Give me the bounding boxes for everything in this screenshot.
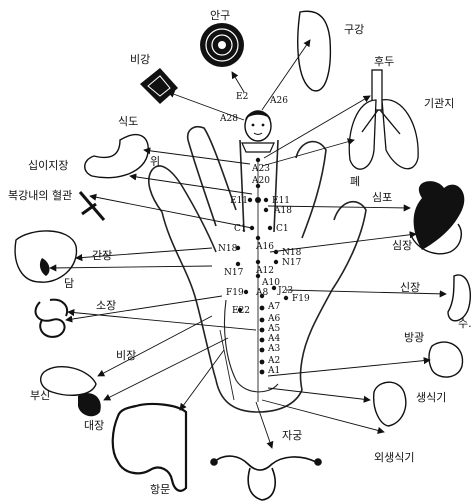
- small-intestine-organ: [36, 300, 68, 337]
- point-E22: E22: [232, 306, 250, 316]
- point-A23: A23: [252, 164, 270, 174]
- label-lung: 폐: [350, 176, 360, 188]
- adrenal-organ: [78, 393, 101, 416]
- point-E11-right: E11: [272, 196, 290, 206]
- point-E2: E2: [236, 92, 248, 102]
- label-spleen: 비장: [116, 350, 136, 362]
- point-A6: A6: [268, 314, 280, 324]
- point-F19-right: F19: [292, 294, 310, 304]
- point-F19-left: F19: [226, 288, 244, 298]
- large-intestine-organ: [113, 404, 186, 491]
- lungs-organ: [349, 70, 418, 169]
- point-A2: A2: [268, 356, 280, 366]
- nasal-cavity-organ: [140, 68, 178, 104]
- label-oral-cavity: 구강: [344, 24, 364, 36]
- point-N17-left: N17: [224, 268, 243, 278]
- label-genitals: 생식기: [416, 392, 446, 404]
- point-A18: A18: [274, 206, 292, 216]
- label-gallbladder: 담: [64, 278, 74, 290]
- label-liver: 간장: [92, 250, 112, 262]
- point-N18-right: N18: [282, 248, 301, 258]
- label-stomach: 위: [150, 156, 160, 168]
- label-adrenal: 부신: [30, 390, 50, 402]
- point-A3: A3: [268, 344, 280, 354]
- stomach-organ: [85, 135, 149, 178]
- point-A12: A12: [256, 266, 274, 276]
- label-esophagus: 식도: [118, 116, 138, 128]
- label-abdominal-vessels: 복강내의 혈관: [8, 190, 72, 202]
- heart-organ: [414, 181, 465, 250]
- point-A4: A4: [268, 334, 280, 344]
- uterus-organ: [211, 456, 321, 500]
- bladder-organ: [429, 342, 463, 377]
- point-A20: A20: [252, 176, 270, 186]
- label-uterus: 자궁: [282, 430, 302, 442]
- label-large-intestine: 대장: [84, 420, 104, 432]
- label-bronchi: 기관지: [424, 98, 454, 110]
- point-C1-left: C1: [234, 224, 247, 234]
- point-A7: A7: [268, 302, 280, 312]
- label-eye: 안구: [210, 10, 230, 22]
- head-figure: [242, 111, 274, 152]
- label-anus: 항문: [150, 484, 170, 496]
- point-E11-left: E11: [230, 196, 248, 206]
- genital-organ: [374, 382, 406, 426]
- kidney-organ: [448, 275, 470, 321]
- label-heart: 심장: [392, 240, 412, 252]
- point-A28: A28: [220, 114, 238, 124]
- point-A8: A8: [256, 288, 268, 298]
- point-A26: A26: [270, 96, 288, 106]
- point-N18-left: N18: [218, 244, 237, 254]
- label-bladder: 방광: [404, 332, 424, 344]
- label-pericardium: 심포: [372, 192, 392, 204]
- point-J23: J23: [278, 286, 293, 296]
- label-duodenum: 십이지장: [28, 160, 68, 172]
- label-nasal-cavity: 비강: [130, 54, 150, 66]
- point-N17-right: N17: [282, 258, 301, 268]
- label-small-intestine: 소장: [96, 300, 116, 312]
- point-C1-right: C1: [276, 224, 289, 234]
- point-A5: A5: [268, 324, 280, 334]
- label-kidney: 신장: [400, 282, 420, 294]
- point-A16: A16: [256, 242, 274, 252]
- label-ureter: 수.: [458, 318, 472, 330]
- eye-organ: [200, 23, 244, 67]
- label-larynx: 후두: [374, 56, 394, 68]
- label-external-genitals: 외생식기: [374, 452, 414, 464]
- point-A1: A1: [268, 366, 280, 376]
